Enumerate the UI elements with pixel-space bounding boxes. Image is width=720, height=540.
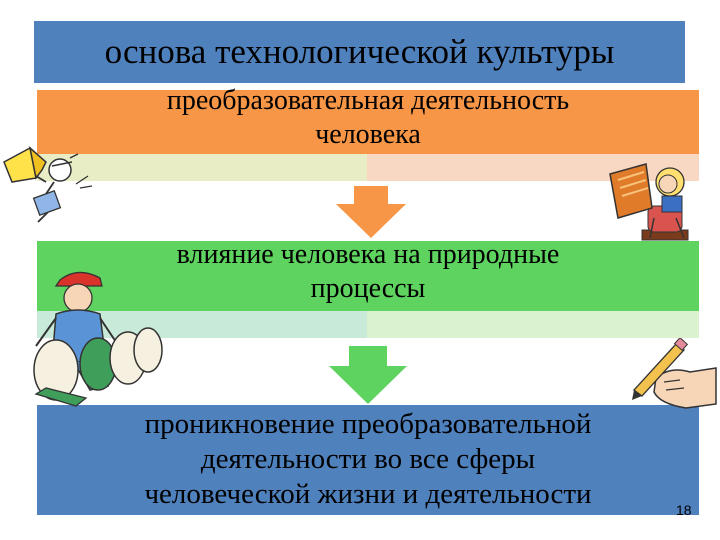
stage-box-penetration-into-life: проникновение преобразовательной деятель… [37, 405, 699, 515]
slide-number: 18 [676, 502, 692, 518]
reading-child-clipart-icon [609, 163, 689, 241]
worker-with-rolls-clipart-icon [33, 271, 163, 407]
stage2-line2: процессы [310, 273, 426, 304]
stage1-line2: человека [315, 119, 421, 150]
title-bar: основа технологической культуры [34, 21, 685, 83]
strip-segment-left [37, 154, 367, 181]
hand-with-pencil-clipart-icon [632, 338, 717, 409]
stage1-line1: преобразовательная деятельность [166, 85, 570, 116]
stage1-underline-strip [37, 154, 699, 181]
down-arrow-1 [336, 186, 406, 238]
down-arrow-2 [329, 346, 407, 404]
stage3-line3: человеческой жизни и деятельности [144, 478, 592, 510]
stage3-line1: проникновение преобразовательной [144, 408, 592, 440]
stage2-line1: влияние человека на природные [176, 239, 560, 270]
stage3-line2: деятельности во все сферы [200, 443, 536, 475]
diagram-title: основа технологической культуры [104, 32, 615, 71]
strip-segment-right [367, 311, 699, 338]
stage-box-transforming-activity: преобразовательная деятельность человека [37, 85, 699, 154]
stage-box-influence-on-nature: влияние человека на природные процессы [37, 239, 699, 311]
megaphone-clipart-icon [3, 145, 93, 223]
